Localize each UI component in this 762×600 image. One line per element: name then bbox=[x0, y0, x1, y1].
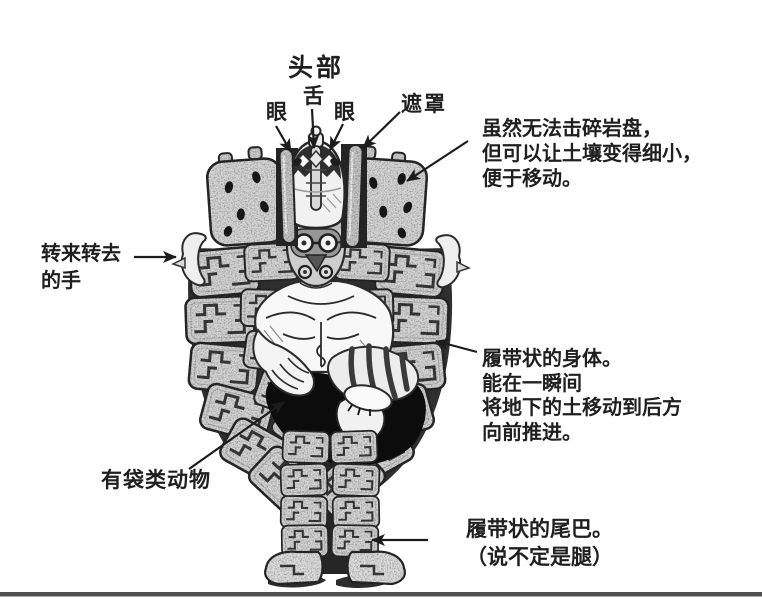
note-track-body-line-3: 将地下的土移动到后方 bbox=[482, 397, 682, 419]
arrow-to-head-eye-left-icon bbox=[275, 125, 292, 153]
head-dome bbox=[286, 125, 346, 230]
note-soil: 虽然无法击碎岩盘， 但可以让土壤变得细小， 便于移动。 bbox=[482, 117, 702, 192]
rotating-hand-left bbox=[171, 232, 207, 287]
note-track-body-line-2: 能在一瞬间 bbox=[482, 372, 582, 395]
label-rotating-hands-line-2: 的手 bbox=[41, 270, 81, 292]
note-track-body-line-1: 履带状的身体。 bbox=[482, 348, 622, 370]
note-soil-line-2: 但可以让土壤变得细小， bbox=[482, 143, 702, 165]
humanoid-striped-leg bbox=[327, 343, 420, 416]
note-track-tail: 履带状的尾巴。 （说不定是腿） bbox=[466, 516, 613, 572]
ground-line bbox=[0, 592, 762, 597]
arrow-to-head-eye-right-icon bbox=[329, 123, 344, 151]
note-track-tail-line-1: 履带状的尾巴。 bbox=[466, 518, 613, 541]
note-soil-line-3: 便于移动。 bbox=[482, 168, 582, 190]
note-track-tail-line-2: （说不定是腿） bbox=[466, 546, 613, 569]
note-track-body: 履带状的身体。 能在一瞬间 将地下的土移动到后方 向前推进。 bbox=[482, 347, 682, 445]
label-tongue: 舌 bbox=[303, 85, 324, 108]
stand-eye-right bbox=[330, 158, 340, 166]
label-eye-right: 眼 bbox=[334, 101, 355, 124]
label-cover: 遮罩 bbox=[401, 93, 447, 116]
label-rotating-hands: 转来转去 的手 bbox=[41, 241, 121, 295]
note-track-body-line-4: 向前推进。 bbox=[482, 421, 582, 444]
cover-rods bbox=[278, 144, 364, 248]
arrow-to-track-body-icon bbox=[435, 338, 478, 354]
arrow-to-cover-icon bbox=[362, 111, 401, 149]
arrow-to-pouch-icon bbox=[188, 401, 285, 470]
right-foot bbox=[346, 550, 406, 586]
arrow-to-shoulder-block-icon bbox=[406, 140, 469, 182]
stand-eye-left bbox=[292, 158, 302, 166]
rotating-hand-right bbox=[435, 234, 471, 289]
label-head: 头部 bbox=[288, 54, 345, 82]
note-soil-line-1: 虽然无法击碎岩盘， bbox=[482, 118, 662, 140]
arrow-to-head-tongue-icon bbox=[307, 108, 320, 149]
label-rotating-hands-line-1: 转来转去 bbox=[41, 243, 121, 265]
pointer-arrows bbox=[134, 108, 478, 546]
humanoid-arm-hand bbox=[252, 328, 315, 397]
label-marsupial: 有袋类动物 bbox=[101, 469, 211, 492]
track-tail-legs bbox=[264, 429, 406, 586]
label-eye-left: 眼 bbox=[266, 101, 287, 124]
